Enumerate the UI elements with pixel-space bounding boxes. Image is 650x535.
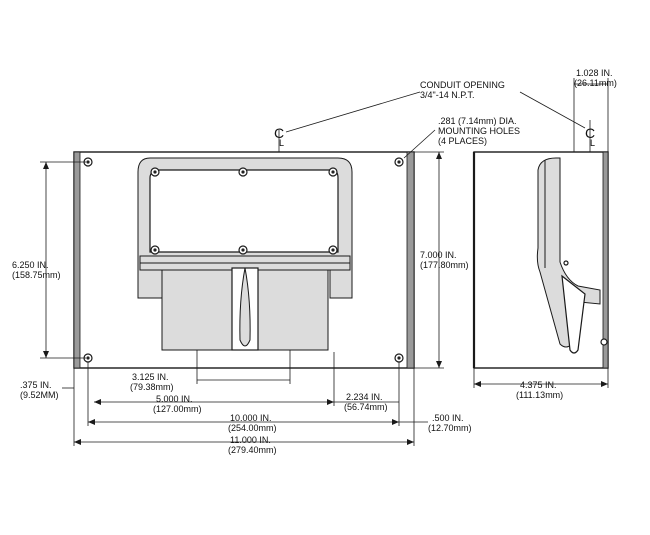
width-10000-mm: (254.00mm) xyxy=(228,423,277,433)
cl-symbol-front-sub: L xyxy=(279,138,284,148)
cl-symbol-side-sub: L xyxy=(590,138,595,148)
width-10000-dimension: 10.000 IN. (254.00mm) xyxy=(88,413,399,433)
height-outer-in: 7.000 IN. xyxy=(420,250,457,260)
width-10000-in: 10.000 IN. xyxy=(230,413,272,423)
height-holes-mm: (158.75mm) xyxy=(12,270,61,280)
width-11000-mm: (279.40mm) xyxy=(228,445,277,455)
side-view xyxy=(472,151,609,369)
height-holes-dimension: 6.250 IN. (158.75mm) xyxy=(12,161,86,359)
front-right-flange xyxy=(406,151,415,369)
front-view xyxy=(73,151,415,369)
width-11000-dimension: 11.000 IN. (279.40mm) xyxy=(73,390,414,455)
cover-bolt-1 xyxy=(150,167,160,177)
nozzle-center-fin xyxy=(239,267,251,347)
width-2234-mm: (56.74mm) xyxy=(344,402,388,412)
width-5000-in: 5.000 IN. xyxy=(156,394,193,404)
side-screw xyxy=(600,338,608,346)
conduit-label-line1: CONDUIT OPENING xyxy=(420,80,505,90)
holes-label-line2: MOUNTING HOLES xyxy=(438,126,520,136)
edge-offset-dimension: .375 IN. (9.52MM) xyxy=(20,362,89,426)
cover-bolt-5 xyxy=(238,245,248,255)
holes-label-line1: .281 (7.14mm) DIA. xyxy=(438,116,517,126)
conduit-label-line2: 3/4"-14 N.P.T. xyxy=(420,90,475,100)
width-5000-dimension: 5.000 IN. (127.00mm) xyxy=(94,352,335,414)
width-5000-mm: (127.00mm) xyxy=(153,404,202,414)
side-wall-strip xyxy=(602,151,609,369)
cover-bolt-3 xyxy=(328,167,338,177)
conduit-offset-in: 1.028 IN. xyxy=(576,68,613,78)
mounting-hole-bottom-right xyxy=(394,353,404,363)
edge-offset-mm: (9.52MM) xyxy=(20,390,59,400)
nozzle-housing-left xyxy=(161,269,233,351)
mounting-hole-top-right xyxy=(394,157,404,167)
width-0500-in: .500 IN. xyxy=(432,413,464,423)
side-outlet xyxy=(561,274,586,354)
height-outer-dimension: 7.000 IN. (177.80mm) xyxy=(414,151,469,369)
conduit-callout: CONDUIT OPENING 3/4"-14 N.P.T. xyxy=(420,80,505,100)
mounting-holes-callout: .281 (7.14mm) DIA. MOUNTING HOLES (4 PLA… xyxy=(403,116,520,159)
width-11000-in: 11.000 IN. xyxy=(230,435,271,445)
cover-bolt-2 xyxy=(238,167,248,177)
edge-offset-in: .375 IN. xyxy=(20,380,52,390)
cover-frame-window xyxy=(149,169,339,253)
holes-label-line3: (4 PLACES) xyxy=(438,136,487,146)
side-centerline-marker: C L xyxy=(519,91,595,152)
front-centerline-marker: C L xyxy=(274,91,421,152)
height-holes-in: 6.250 IN. xyxy=(12,260,49,270)
cover-bolt-6 xyxy=(328,245,338,255)
width-0500-dimension: .500 IN. (12.70mm) xyxy=(399,368,472,446)
width-2234-dimension: 2.234 IN. (56.74mm) xyxy=(334,362,400,426)
depth-in: 4.375 IN. xyxy=(520,380,557,390)
nozzle-housing-right xyxy=(257,269,329,351)
width-3125-mm: (79.38mm) xyxy=(130,382,174,392)
width-2234-in: 2.234 IN. xyxy=(346,392,383,402)
width-3125-dimension: 3.125 IN. (79.38mm) xyxy=(130,350,291,392)
cover-bolt-4 xyxy=(150,245,160,255)
conduit-offset-mm: (26.11mm) xyxy=(574,78,617,88)
width-3125-in: 3.125 IN. xyxy=(132,372,169,382)
width-0500-mm: (12.70mm) xyxy=(428,423,472,433)
depth-dimension: 4.375 IN. (111.13mm) xyxy=(473,368,609,400)
depth-mm: (111.13mm) xyxy=(516,390,563,400)
front-left-flange xyxy=(73,151,81,369)
height-outer-mm: (177.80mm) xyxy=(420,260,469,270)
conduit-offset-dimension: 1.028 IN. (26.11mm) xyxy=(573,68,617,152)
cl-symbol-side: C xyxy=(585,125,595,141)
cl-symbol-front: C xyxy=(274,125,284,141)
